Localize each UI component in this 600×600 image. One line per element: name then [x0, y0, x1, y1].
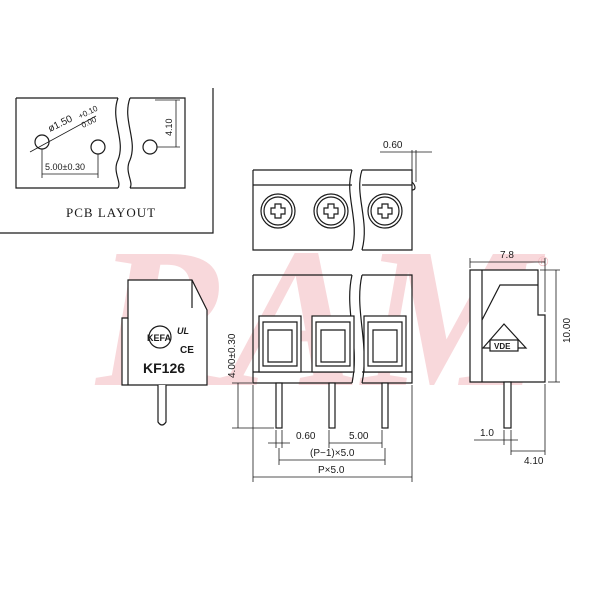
pcb-hole-diameter: ø1.50	[46, 113, 74, 134]
pitch-formula-value: (P−1)×5.0	[310, 448, 355, 459]
ul-mark: UL	[177, 326, 189, 336]
front-body-left	[252, 274, 352, 384]
pcb-diameter-leader	[29, 115, 97, 153]
ce-mark: CE	[180, 345, 194, 356]
pcb-layout-panel: ø1.50 +0.10 0.00 5.00±0.30 4.10 PCB LAYO…	[0, 88, 214, 234]
front-view: 4.00±0.30 0.60 5.00 (P−1)×5.0 P×5.0	[227, 274, 413, 482]
total-formula-value: P×5.0	[318, 465, 345, 476]
wire-dim-value: 0.60	[383, 140, 403, 151]
pcb-break-line-1	[115, 97, 121, 189]
pin-offset-value: 4.10	[524, 456, 544, 467]
right-pin	[503, 381, 512, 429]
pcb-hole-1	[34, 134, 50, 150]
left-pin	[157, 385, 167, 426]
pcb-layout-frame	[0, 88, 214, 234]
top-body-right	[362, 169, 413, 251]
vde-mark: VDE	[494, 342, 511, 351]
pin-width-value: 0.60	[296, 431, 316, 442]
pin-thickness-value: 1.0	[480, 428, 494, 439]
pcb-offset-value: 4.10	[164, 118, 174, 136]
pcb-pitch-value: 5.00±0.30	[45, 162, 85, 172]
vde-label-box	[489, 339, 519, 352]
top-break-line-1	[349, 169, 355, 251]
wire-curl	[411, 181, 416, 191]
right-body-slope	[481, 284, 538, 321]
left-side-view: KEFA UL CE KF126	[121, 279, 208, 426]
model-number: KF126	[143, 360, 185, 376]
pcb-hole-2	[90, 139, 106, 155]
front-pin-3	[381, 382, 389, 429]
depth-value: 7.8	[500, 250, 514, 261]
screw-1	[260, 193, 296, 229]
watermark-reg-mark: ®	[538, 253, 549, 269]
pcb-break-line-2	[127, 97, 133, 189]
wire-entry-1	[258, 315, 302, 373]
screw-2	[313, 193, 349, 229]
pcb-inner-frame-right	[130, 97, 186, 189]
pin-height-value: 4.00±0.30	[227, 333, 238, 378]
right-side-view: VDE 7.8 10.00 1.0 4.10	[469, 250, 573, 467]
pcb-layout-title: PCB LAYOUT	[66, 205, 156, 220]
pitch-value: 5.00	[349, 431, 369, 442]
kefa-logo-circle	[148, 325, 172, 349]
top-view: 0.60	[252, 140, 432, 251]
kefa-brand-text: KEFA	[147, 333, 172, 343]
front-pin-1	[275, 382, 283, 429]
top-body-left	[252, 169, 352, 251]
screw-3	[367, 193, 403, 229]
front-pin-2	[328, 382, 336, 429]
height-value: 10.00	[562, 318, 573, 343]
top-break-line-2	[359, 169, 365, 251]
wire-entry-2	[311, 315, 355, 373]
pcb-inner-frame-left	[15, 98, 118, 189]
wire-entry-3	[363, 315, 407, 373]
right-body-outline	[469, 269, 546, 383]
pcb-hole-3	[142, 139, 158, 155]
